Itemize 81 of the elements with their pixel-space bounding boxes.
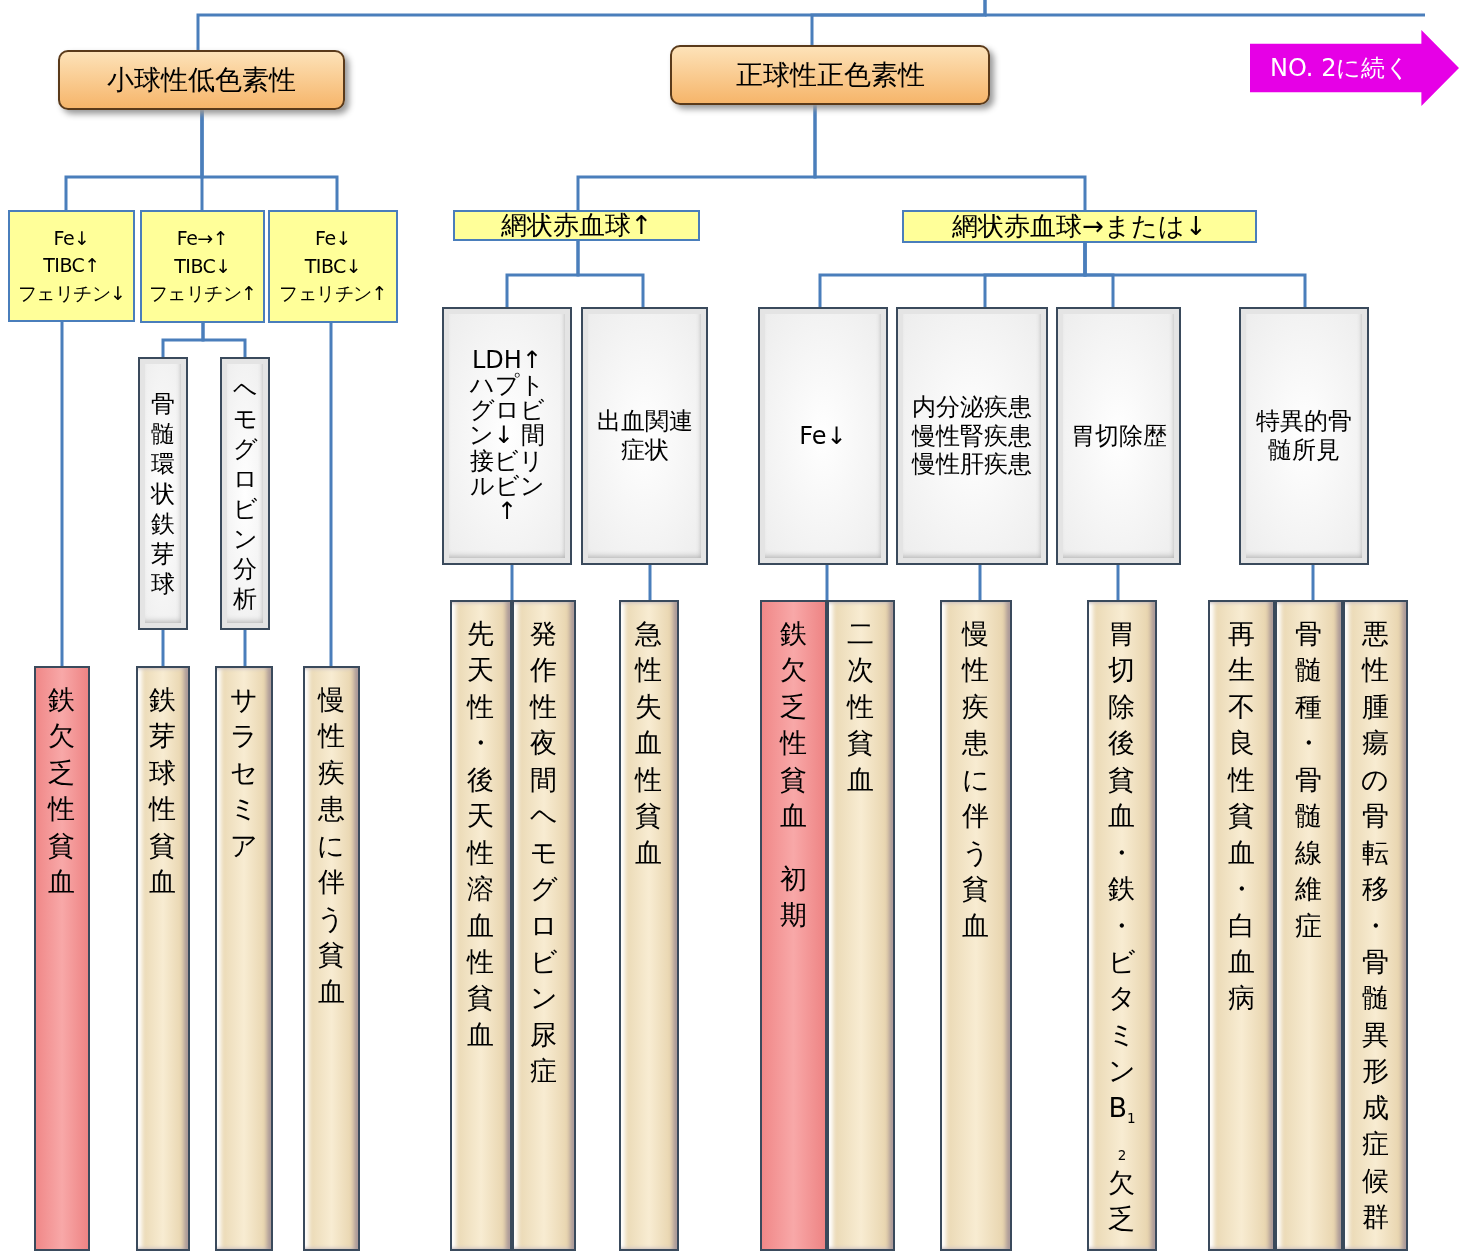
diagnosis-column	[215, 666, 273, 1251]
vertical-label: 鉄芽球性貧血	[147, 683, 178, 900]
diagnosis-column	[760, 600, 827, 1251]
connector-line	[60, 322, 64, 666]
lab-result-box	[140, 210, 265, 323]
connector-line	[576, 241, 645, 307]
connector-line	[510, 565, 514, 600]
vertical-label: 慢性疾患に伴う貧血	[316, 683, 347, 1009]
box-label: TIBC↓	[304, 253, 362, 279]
diagnosis-column	[1087, 600, 1157, 1251]
diagnosis-column	[1343, 600, 1408, 1251]
box-label: Fe↓	[799, 421, 847, 451]
connector-line	[1083, 243, 1307, 307]
finding-box	[1239, 307, 1369, 565]
lab-result-box	[8, 210, 135, 322]
diagnosis-column	[136, 666, 190, 1251]
vertical-label: 発作性夜間ヘモグロビン尿症	[528, 617, 559, 1089]
connector-line	[810, 0, 987, 45]
lab-result-box	[268, 210, 398, 323]
box-label: 網状赤血球→または↓	[952, 210, 1207, 243]
diagnosis-column	[619, 600, 679, 1251]
box-label: 内分泌疾患慢性腎疾患慢性肝疾患	[910, 392, 1033, 480]
box-label: 特異的骨髄所見	[1255, 407, 1353, 465]
diagnosis-column	[1208, 600, 1275, 1251]
vertical-label: 悪性腫瘍の骨転移・骨髄異形成症候群	[1360, 617, 1391, 1234]
box-label: フェリチン↓	[17, 280, 126, 306]
box-label: Fe→↑	[176, 226, 229, 252]
vertical-label: 骨髄環状鉄芽球	[150, 388, 176, 599]
category-box	[58, 50, 345, 110]
connector-line	[1116, 565, 1120, 600]
connector-line	[243, 630, 247, 666]
box-label: TIBC↑	[43, 253, 100, 279]
test-box	[138, 357, 188, 630]
vertical-label: 鉄欠乏性貧血	[46, 683, 77, 900]
diagnosis-column	[827, 600, 895, 1251]
connector-line	[200, 110, 339, 210]
vertical-label: 急性失血性貧血	[633, 617, 664, 870]
connector-line	[161, 630, 165, 666]
box-label: フェリチン↑	[279, 281, 387, 307]
vertical-label: 再生不良性貧血・白血病	[1226, 617, 1256, 1016]
category-box	[670, 45, 990, 105]
box-label: 小球性低色素性	[107, 63, 296, 97]
diagnosis-column	[1275, 600, 1343, 1251]
finding-box	[453, 210, 700, 241]
diagnosis-column	[303, 666, 360, 1251]
finding-box	[896, 307, 1048, 565]
connector-line	[813, 105, 1087, 210]
connector-line	[329, 323, 333, 666]
finding-box	[1056, 307, 1181, 565]
connector-line	[1311, 565, 1315, 600]
vertical-label: サラセミア	[229, 683, 259, 863]
vertical-label: 骨髄種・骨髄線維症	[1294, 617, 1324, 943]
connector-line	[978, 565, 982, 600]
vertical-label: 二次性貧血	[845, 617, 876, 797]
box-label: LDH↑ ハプトグロビン↓ 間接ビリルビン↑	[467, 347, 547, 525]
vertical-label: 初期	[779, 861, 808, 933]
box-label: フェリチン↑	[148, 281, 257, 307]
finding-box	[902, 210, 1257, 243]
finding-box	[581, 307, 708, 565]
diagnosis-column	[450, 600, 512, 1251]
box-label: 正球性正色素性	[735, 58, 925, 92]
connector-line	[648, 565, 652, 600]
finding-box	[758, 307, 888, 565]
box-label: 出血関連症状	[595, 407, 694, 465]
diagnosis-column	[940, 600, 1012, 1251]
box-label: Fe↓	[315, 226, 351, 252]
box-label: TIBC↓	[174, 253, 231, 279]
vertical-label: 慢性疾患に伴う貧血	[960, 617, 991, 943]
finding-box	[442, 307, 572, 565]
diagnosis-column	[512, 600, 576, 1251]
vertical-label: ヘモグロビン分析	[231, 373, 259, 614]
box-label: 網状赤血球↑	[500, 209, 653, 242]
box-label: NO. 2に続く	[1270, 53, 1411, 84]
vertical-label: 先天性・後天性溶血性貧血	[465, 617, 496, 1052]
box-label: 胃切除歴	[1070, 421, 1167, 451]
test-box	[220, 357, 270, 630]
connector-line	[201, 323, 247, 357]
diagnosis-column	[34, 666, 90, 1251]
vertical-label: 鉄欠乏性貧血	[778, 617, 808, 834]
connector-line	[825, 565, 829, 600]
box-label: Fe↓	[53, 225, 90, 251]
